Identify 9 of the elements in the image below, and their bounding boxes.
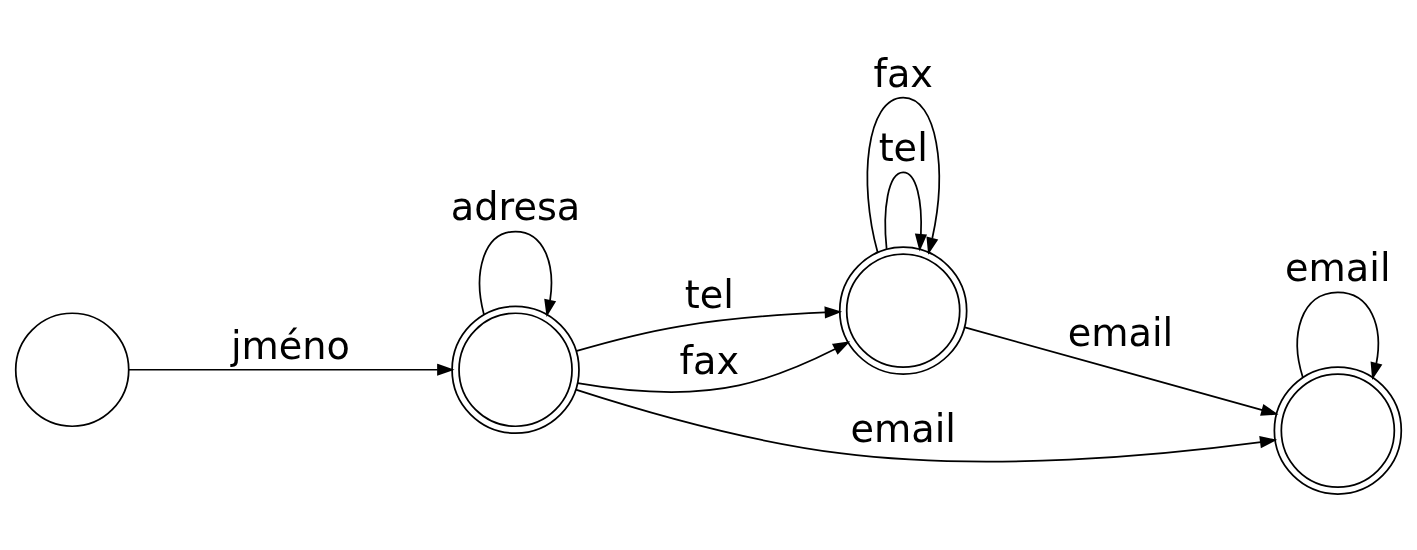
edge-label: fax [873, 51, 933, 96]
edge-label: email [850, 407, 956, 452]
edge-label: tel [878, 126, 928, 171]
edge-label: tel [684, 273, 734, 318]
edge-label: adresa [450, 185, 581, 230]
edge-label: jméno [230, 323, 350, 368]
edge-label: fax [679, 339, 740, 384]
edge-label: email [1285, 246, 1391, 291]
edge-label: email [1067, 311, 1174, 356]
